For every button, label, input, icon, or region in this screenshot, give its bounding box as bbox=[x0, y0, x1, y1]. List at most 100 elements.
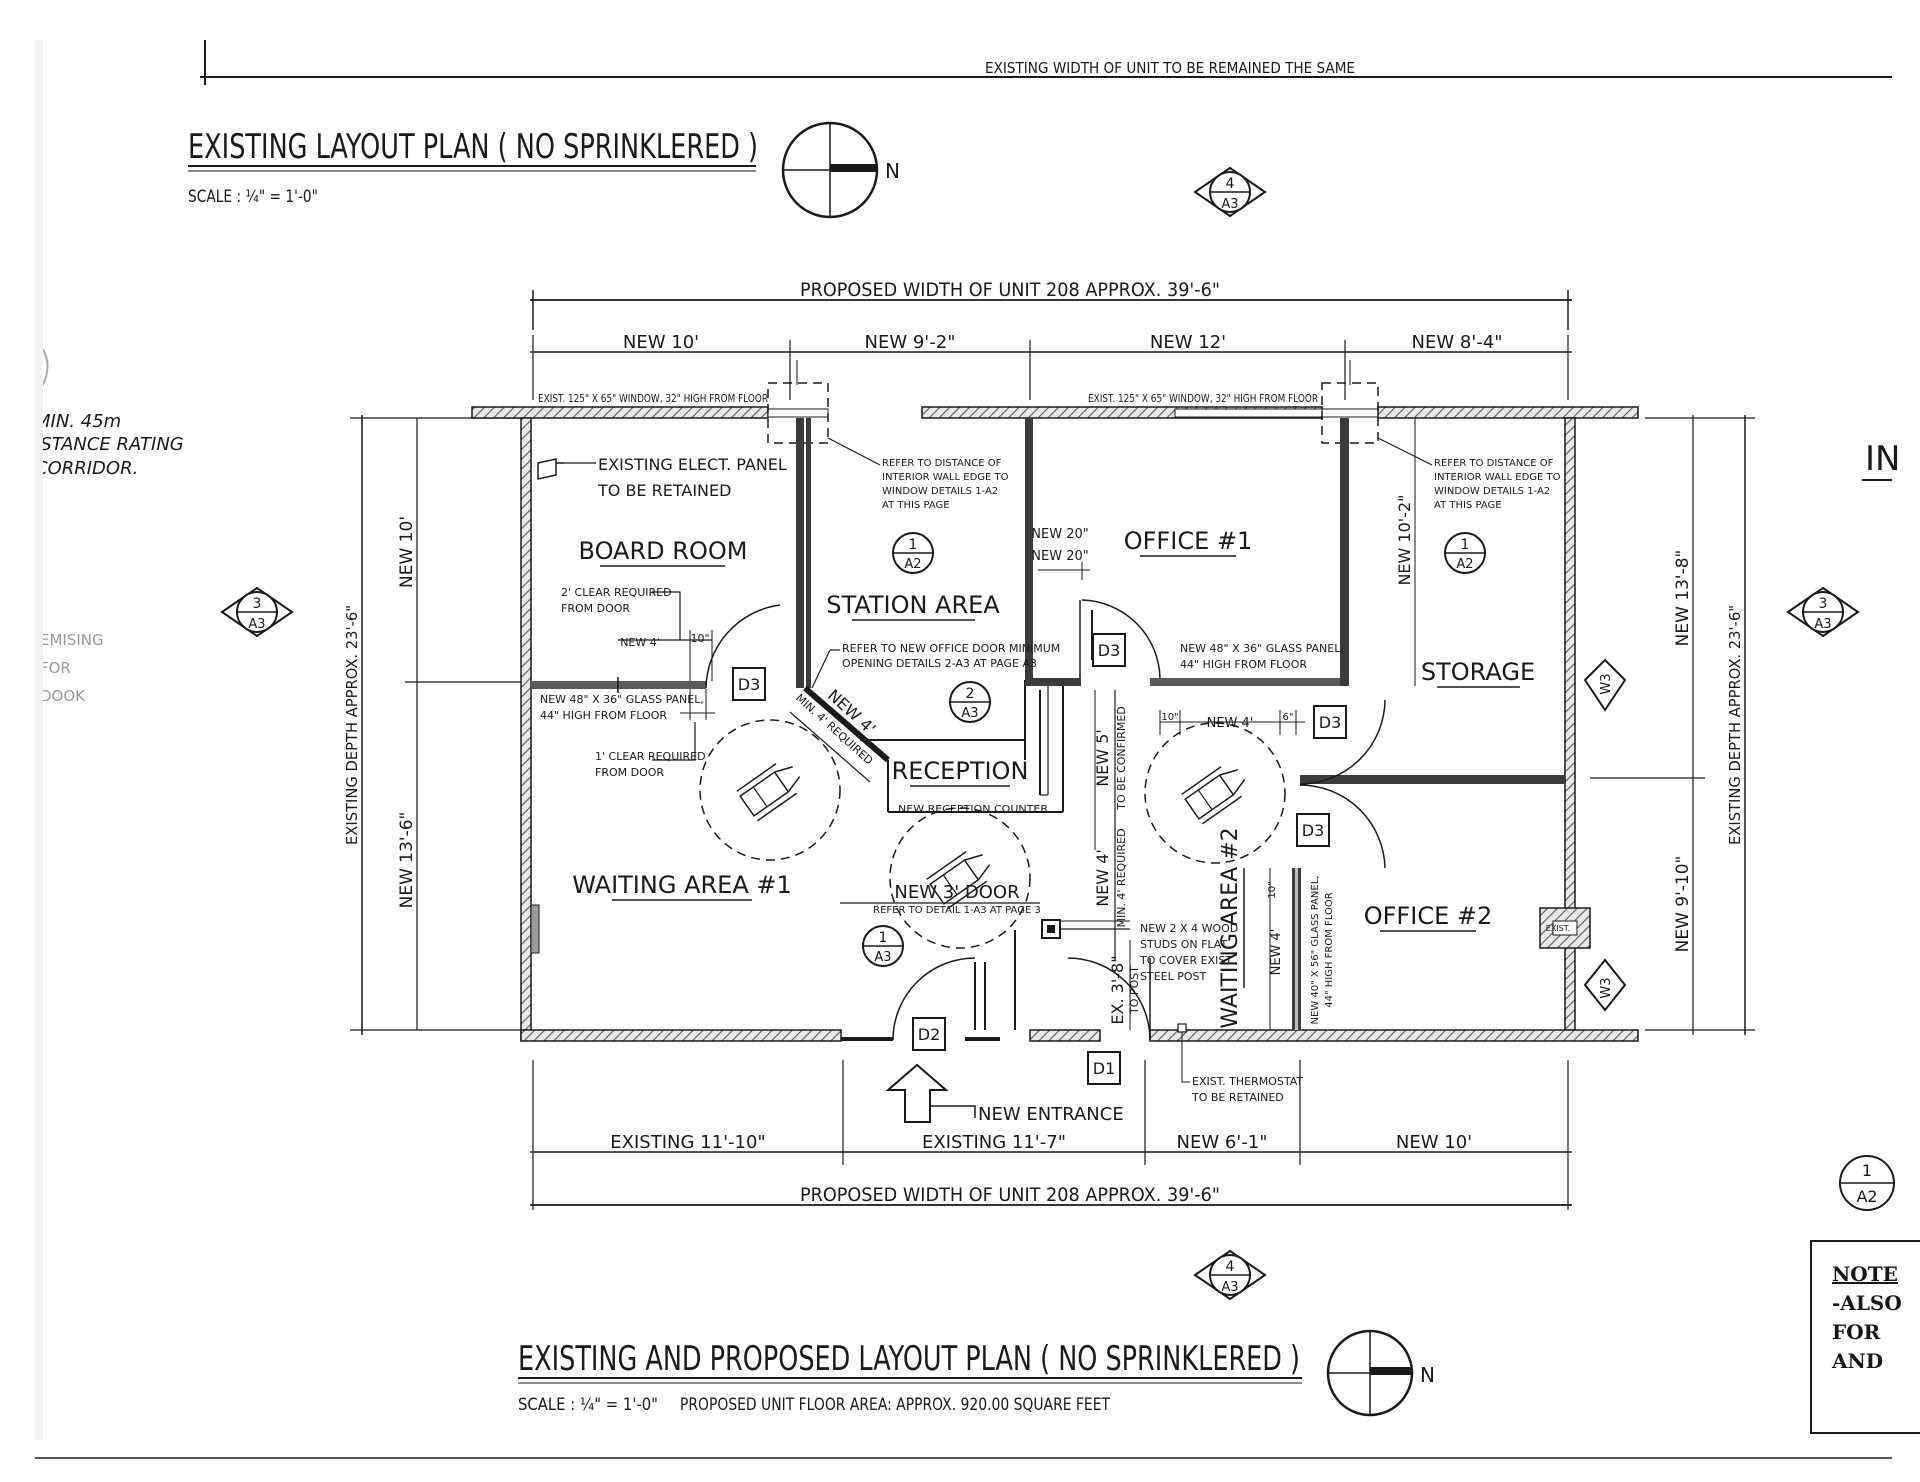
room-office-1: OFFICE #1 bbox=[1124, 527, 1253, 555]
svg-text:NEW 4': NEW 4' bbox=[1093, 849, 1112, 907]
section-marker-bottom: 4 A3 bbox=[1193, 1249, 1267, 1301]
svg-text:REFER TO DISTANCE OF: REFER TO DISTANCE OF bbox=[1434, 458, 1554, 469]
svg-text:D3: D3 bbox=[1098, 641, 1121, 660]
svg-text:EXISTING DEPTH APPROX. 23'-6": EXISTING DEPTH APPROX. 23'-6" bbox=[343, 605, 361, 845]
svg-text:FROM DOOR: FROM DOOR bbox=[561, 602, 630, 615]
detail-bubble-footer: 1 A2 bbox=[1839, 1155, 1895, 1211]
svg-text:A2: A2 bbox=[904, 557, 921, 572]
svg-text:NEW 13'-8": NEW 13'-8" bbox=[1673, 550, 1693, 647]
svg-text:A3: A3 bbox=[1221, 1280, 1238, 1295]
svg-text:REFER TO DETAIL 1-A3 AT PAGE 3: REFER TO DETAIL 1-A3 AT PAGE 3 bbox=[873, 905, 1041, 916]
room-waiting-area-1: WAITING AREA #1 bbox=[572, 871, 792, 899]
svg-text:NEW RECEPTION COUNTER: NEW RECEPTION COUNTER bbox=[898, 804, 1048, 815]
svg-text:44" HIGH FROM FLOOR: 44" HIGH FROM FLOOR bbox=[1324, 892, 1335, 1008]
svg-text:A3: A3 bbox=[1814, 617, 1831, 632]
annotations: EXISTING ELECT. PANEL TO BE RETAINED REF… bbox=[537, 418, 1561, 1125]
svg-text:REFER TO NEW OFFICE DOOR MINIM: REFER TO NEW OFFICE DOOR MINIMUM bbox=[842, 642, 1060, 655]
svg-text:10": 10" bbox=[1267, 881, 1278, 898]
svg-text:A2: A2 bbox=[1856, 1187, 1877, 1206]
wheelchair-icon bbox=[736, 763, 801, 822]
svg-text:TO BE RETAINED: TO BE RETAINED bbox=[1191, 1091, 1284, 1104]
svg-text:N: N bbox=[1420, 1363, 1435, 1387]
svg-text:NEW 13'-6": NEW 13'-6" bbox=[397, 812, 417, 909]
svg-text:EXIST.: EXIST. bbox=[1546, 924, 1570, 933]
new-entrance-label: NEW ENTRANCE bbox=[978, 1104, 1124, 1125]
svg-text:NEW 20": NEW 20" bbox=[1031, 527, 1088, 542]
svg-text:AT THIS PAGE: AT THIS PAGE bbox=[882, 500, 950, 511]
window-tags: W3 W3 bbox=[1583, 658, 1627, 1012]
svg-text:NEW 9'-2": NEW 9'-2" bbox=[865, 332, 956, 353]
notes-line: -ALSO bbox=[1832, 1291, 1902, 1315]
svg-text:NEW 2 X 4 WOOD: NEW 2 X 4 WOOD bbox=[1140, 922, 1238, 935]
svg-text:44" HIGH FROM FLOOR: 44" HIGH FROM FLOOR bbox=[540, 709, 667, 722]
svg-text:INTERIOR WALL EDGE TO: INTERIOR WALL EDGE TO bbox=[1434, 472, 1561, 483]
svg-text:W3: W3 bbox=[1599, 977, 1614, 998]
room-storage: STORAGE bbox=[1421, 658, 1535, 686]
svg-text:10": 10" bbox=[690, 632, 709, 645]
svg-text:1' CLEAR REQUIRED: 1' CLEAR REQUIRED bbox=[595, 750, 706, 763]
svg-text:6": 6" bbox=[1283, 712, 1294, 723]
svg-text:ISTANCE RATING: ISTANCE RATING bbox=[35, 434, 184, 455]
svg-text:TO BE RETAINED: TO BE RETAINED bbox=[597, 481, 731, 500]
svg-text:NEW 48" X 36" GLASS PANEL,: NEW 48" X 36" GLASS PANEL, bbox=[1180, 642, 1344, 655]
left-dimensions: EXISTING DEPTH APPROX. 23'-6" NEW 10' NE… bbox=[343, 415, 530, 1035]
room-office-2: OFFICE #2 bbox=[1364, 902, 1493, 930]
svg-text:INTERIOR WALL EDGE TO: INTERIOR WALL EDGE TO bbox=[882, 472, 1009, 483]
notes-line: AND bbox=[1832, 1349, 1884, 1373]
room-labels: BOARD ROOM STATION AREA OFFICE #1 STORAG… bbox=[572, 527, 1535, 1029]
existing-plan-scale: SCALE : ¼" = 1'-0" bbox=[188, 187, 318, 207]
svg-text:NEW 9'-10": NEW 9'-10" bbox=[1673, 856, 1693, 953]
svg-text:FROM DOOR: FROM DOOR bbox=[595, 766, 664, 779]
interior-walls bbox=[531, 418, 1591, 1030]
top-overall-dimension: PROPOSED WIDTH OF UNIT 208 APPROX. 39'-6… bbox=[800, 279, 1220, 301]
svg-text:EMISING: EMISING bbox=[40, 631, 104, 649]
svg-text:OPENING DETAILS 2-A3 AT PAGE A: OPENING DETAILS 2-A3 AT PAGE A3 bbox=[842, 657, 1037, 670]
notes-line: FOR bbox=[1832, 1320, 1881, 1344]
svg-text:EXISTING 11'-7": EXISTING 11'-7" bbox=[922, 1132, 1066, 1153]
room-station-area: STATION AREA bbox=[826, 591, 1000, 619]
svg-text:DOOK: DOOK bbox=[40, 687, 86, 705]
svg-text:NEW 12': NEW 12' bbox=[1150, 332, 1226, 353]
notes-box: NOTE -ALSO FOR AND bbox=[1810, 1240, 1920, 1434]
footer-title-block: EXISTING AND PROPOSED LAYOUT PLAN ( NO S… bbox=[518, 1339, 1302, 1415]
svg-text:D3: D3 bbox=[1302, 821, 1325, 840]
svg-text:D2: D2 bbox=[918, 1025, 941, 1044]
svg-text:44" HIGH FROM FLOOR: 44" HIGH FROM FLOOR bbox=[1180, 658, 1307, 671]
doors-and-turning-circles bbox=[699, 599, 1386, 1041]
svg-text:MIN. 4' REQUIRED: MIN. 4' REQUIRED bbox=[1115, 828, 1128, 927]
svg-text:3: 3 bbox=[253, 596, 262, 612]
svg-text:TO POST: TO POST bbox=[1128, 966, 1141, 1015]
window-note-1: EXIST. 125" X 65" WINDOW, 32" HIGH FROM … bbox=[538, 392, 768, 405]
section-marker-right: 3 A3 bbox=[1786, 586, 1860, 638]
svg-text:1: 1 bbox=[879, 930, 888, 946]
detail-bubble-a3: 2 A3 1 A3 bbox=[862, 681, 991, 967]
svg-text:4: 4 bbox=[1226, 1259, 1235, 1275]
left-margin-notes: MIN. 45m ISTANCE RATING CORRIDOR. EMISIN… bbox=[35, 40, 184, 1440]
svg-text:1: 1 bbox=[1862, 1161, 1872, 1180]
svg-text:EXISTING ELECT. PANEL: EXISTING ELECT. PANEL bbox=[598, 455, 787, 474]
door-tags: D3 D3 D3 D3 D2 D1 bbox=[732, 633, 1347, 1085]
svg-text:NEW 4': NEW 4' bbox=[620, 636, 660, 649]
wheelchair-icon bbox=[926, 851, 991, 910]
svg-text:NEW 20": NEW 20" bbox=[1031, 549, 1088, 564]
svg-text:A3: A3 bbox=[248, 617, 265, 632]
existing-plan-title: EXISTING LAYOUT PLAN ( NO SPRINKLERED ) bbox=[188, 127, 758, 167]
svg-text:EXIST. THERMOSTAT: EXIST. THERMOSTAT bbox=[1192, 1075, 1303, 1088]
svg-text:NEW 6'-1": NEW 6'-1" bbox=[1177, 1132, 1268, 1153]
svg-text:TO BE CONFIRMED: TO BE CONFIRMED bbox=[1115, 706, 1128, 811]
section-marker-top: 4 A3 bbox=[1193, 166, 1267, 218]
north-arrow-icon: N bbox=[781, 121, 900, 219]
section-marker-left: 3 A3 bbox=[220, 586, 294, 638]
room-waiting-area-2: WAITING AREA #2 bbox=[1218, 827, 1243, 1028]
top-header: EXISTING WIDTH OF UNIT TO BE REMAINED TH… bbox=[188, 40, 1892, 207]
detail-bubble-a2: 1 A2 1 A2 bbox=[892, 532, 1486, 574]
svg-text:TO COVER EXIST.: TO COVER EXIST. bbox=[1139, 954, 1234, 967]
svg-text:NEW 10': NEW 10' bbox=[623, 332, 699, 353]
svg-text:1: 1 bbox=[909, 537, 918, 553]
svg-text:WINDOW DETAILS 1-A2: WINDOW DETAILS 1-A2 bbox=[1434, 486, 1550, 497]
proposed-floor-area: PROPOSED UNIT FLOOR AREA: APPROX. 920.00… bbox=[680, 1395, 1110, 1415]
svg-text:EXISTING 11'-10": EXISTING 11'-10" bbox=[610, 1132, 765, 1153]
svg-text:10": 10" bbox=[1161, 712, 1178, 723]
svg-text:A3: A3 bbox=[961, 706, 978, 721]
